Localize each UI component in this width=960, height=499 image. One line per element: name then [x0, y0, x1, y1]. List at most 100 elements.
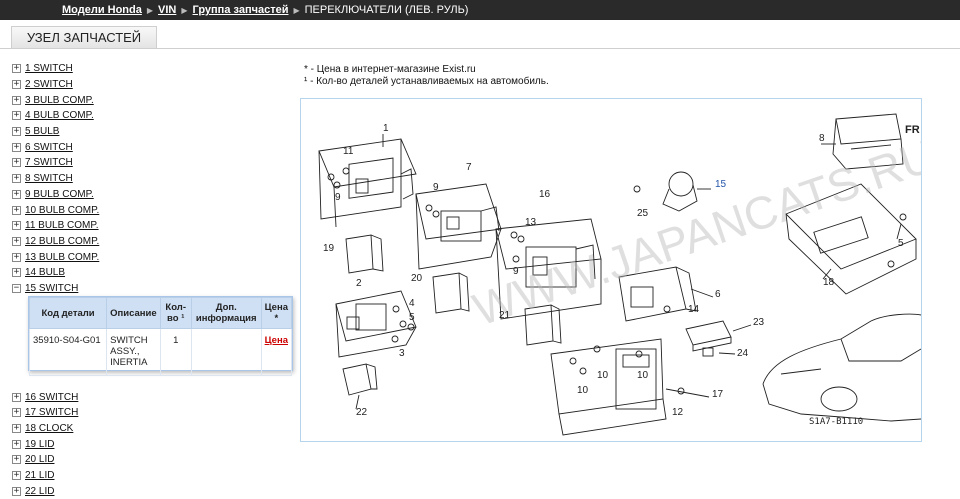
breadcrumb-current: ПЕРЕКЛЮЧАТЕЛИ (ЛЕВ. РУЛЬ) [304, 4, 469, 16]
price-link[interactable]: Цена [264, 335, 288, 346]
breadcrumb-honda-models[interactable]: Модели Honda [62, 4, 142, 16]
tree-item-link[interactable]: 11 BULB COMP. [25, 220, 99, 232]
tree-item-link[interactable]: 14 BULB [25, 267, 66, 279]
tree-item-link[interactable]: 9 BULB COMP. [25, 188, 94, 200]
callout-number[interactable]: 8 [819, 133, 825, 144]
expand-icon[interactable]: + [12, 173, 21, 184]
tree-item-link[interactable]: 10 BULB COMP. [25, 204, 100, 216]
callout-number[interactable]: 21 [499, 310, 511, 321]
expand-icon[interactable]: + [12, 438, 21, 449]
tree-item: −15 SWITCH [12, 281, 302, 297]
tree-item: +21 LID [12, 468, 302, 484]
tree-item: +11 BULB COMP. [12, 218, 302, 234]
expand-icon[interactable]: + [12, 454, 21, 465]
tree-item-link[interactable]: 16 SWITCH [25, 391, 79, 403]
column-description: Описание [106, 297, 161, 329]
callout-number[interactable]: 12 [672, 407, 684, 418]
tree-item-link[interactable]: 8 SWITCH [25, 173, 73, 185]
tree-item: +10 BULB COMP. [12, 202, 302, 218]
tree-item: +7 SWITCH [12, 155, 302, 171]
breadcrumb-vin[interactable]: VIN [158, 4, 177, 16]
expand-icon[interactable]: + [12, 407, 21, 418]
tree-item: +9 BULB COMP. [12, 187, 302, 203]
tree-item-link[interactable]: 20 LID [25, 454, 55, 466]
callout-number[interactable]: 4 [409, 298, 415, 309]
collapse-icon[interactable]: − [12, 282, 21, 293]
callout-number[interactable]: 6 [715, 289, 721, 300]
callout-number[interactable]: 9 [513, 266, 519, 277]
callout-number[interactable]: 13 [525, 217, 537, 228]
expand-icon[interactable]: + [12, 63, 21, 74]
tree-item-link[interactable]: 5 BULB [25, 126, 60, 138]
callout-number[interactable]: 1 [383, 123, 389, 134]
expand-icon[interactable]: + [12, 157, 21, 168]
callout-number[interactable]: 2 [356, 278, 362, 289]
tree-item-link[interactable]: 19 LID [25, 438, 55, 450]
tree-item-link[interactable]: 3 BULB COMP. [25, 94, 94, 106]
expand-icon[interactable]: + [12, 94, 21, 105]
tree-item-link[interactable]: 2 SWITCH [25, 79, 73, 91]
tree-item: +12 BULB COMP. [12, 234, 302, 250]
tree-item-link[interactable]: 6 SWITCH [25, 141, 73, 153]
breadcrumb-separator-icon: ▶ [293, 5, 300, 15]
callout-number[interactable]: 22 [356, 407, 368, 418]
expand-icon[interactable]: + [12, 110, 21, 121]
callout-number[interactable]: 3 [399, 348, 405, 359]
tree-item-link[interactable]: 1 SWITCH [25, 63, 73, 75]
tree-item: +1 SWITCH [12, 61, 302, 77]
expand-icon[interactable]: + [12, 220, 21, 231]
expand-icon[interactable]: + [12, 79, 21, 90]
breadcrumb-separator-icon: ▶ [181, 5, 188, 15]
expand-icon[interactable]: + [12, 141, 21, 152]
tree-item-link[interactable]: 21 LID [25, 470, 55, 482]
callout-number[interactable]: 17 [712, 389, 724, 400]
expand-icon[interactable]: + [12, 204, 21, 215]
expand-icon[interactable]: + [12, 423, 21, 434]
callout-number[interactable]: 11 [343, 146, 354, 157]
callout-number[interactable]: 10 [637, 370, 649, 381]
callout-number[interactable]: 23 [753, 317, 765, 328]
callout-number[interactable]: 10 [577, 385, 589, 396]
callout-number[interactable]: 19 [323, 243, 335, 254]
tree-item-link[interactable]: 22 LID [25, 485, 55, 497]
tree-item-link[interactable]: 15 SWITCH [25, 282, 79, 294]
part-description: SWITCH ASSY., INERTIA [106, 328, 161, 376]
expand-icon[interactable]: + [12, 485, 21, 496]
tree-item-link[interactable]: 7 SWITCH [25, 157, 73, 169]
callout-number[interactable]: 18 [823, 277, 835, 288]
parts-table-popup: Код детали Описание Кол-во ¹ Доп. информ… [28, 296, 293, 376]
tree-item: +13 BULB COMP. [12, 249, 302, 265]
table-row: 35910-S04-G01 SWITCH ASSY., INERTIA 1 Це… [28, 328, 293, 376]
callout-number[interactable]: 14 [688, 304, 700, 315]
expand-icon[interactable]: + [12, 267, 21, 278]
callout-number[interactable]: 5 [409, 312, 415, 323]
callout-number[interactable]: 9 [433, 182, 439, 193]
tree-item: +8 SWITCH [12, 171, 302, 187]
callout-number[interactable]: 24 [737, 348, 749, 359]
tree-item-link[interactable]: 17 SWITCH [25, 407, 79, 419]
tree-item-link[interactable]: 13 BULB COMP. [25, 251, 100, 263]
tree-item-link[interactable]: 18 CLOCK [25, 423, 74, 435]
expand-icon[interactable]: + [12, 470, 21, 481]
callout-number[interactable]: 25 [637, 208, 649, 219]
callout-number[interactable]: 20 [411, 273, 423, 284]
callout-number[interactable]: 16 [539, 189, 551, 200]
expand-icon[interactable]: + [12, 235, 21, 246]
tab-parts-assembly[interactable]: УЗЕЛ ЗАПЧАСТЕЙ [11, 26, 157, 48]
callout-number[interactable]: 15 [715, 179, 727, 190]
expand-icon[interactable]: + [12, 188, 21, 199]
tree-item-link[interactable]: 4 BULB COMP. [25, 110, 94, 122]
expand-icon[interactable]: + [12, 251, 21, 262]
tree-item-link[interactable]: 12 BULB COMP. [25, 235, 100, 247]
expand-icon[interactable]: + [12, 126, 21, 137]
callout-number[interactable]: 7 [466, 162, 472, 173]
front-label: FR [905, 124, 920, 136]
callout-number[interactable]: 5 [898, 238, 904, 249]
tree-item: +16 SWITCH [12, 389, 302, 405]
tree-item: +18 CLOCK [12, 421, 302, 437]
expand-icon[interactable]: + [12, 391, 21, 402]
callout-number[interactable]: 10 [597, 370, 609, 381]
callout-number[interactable]: 9 [335, 192, 341, 203]
breadcrumb-parts-group[interactable]: Группа запчастей [192, 4, 289, 16]
